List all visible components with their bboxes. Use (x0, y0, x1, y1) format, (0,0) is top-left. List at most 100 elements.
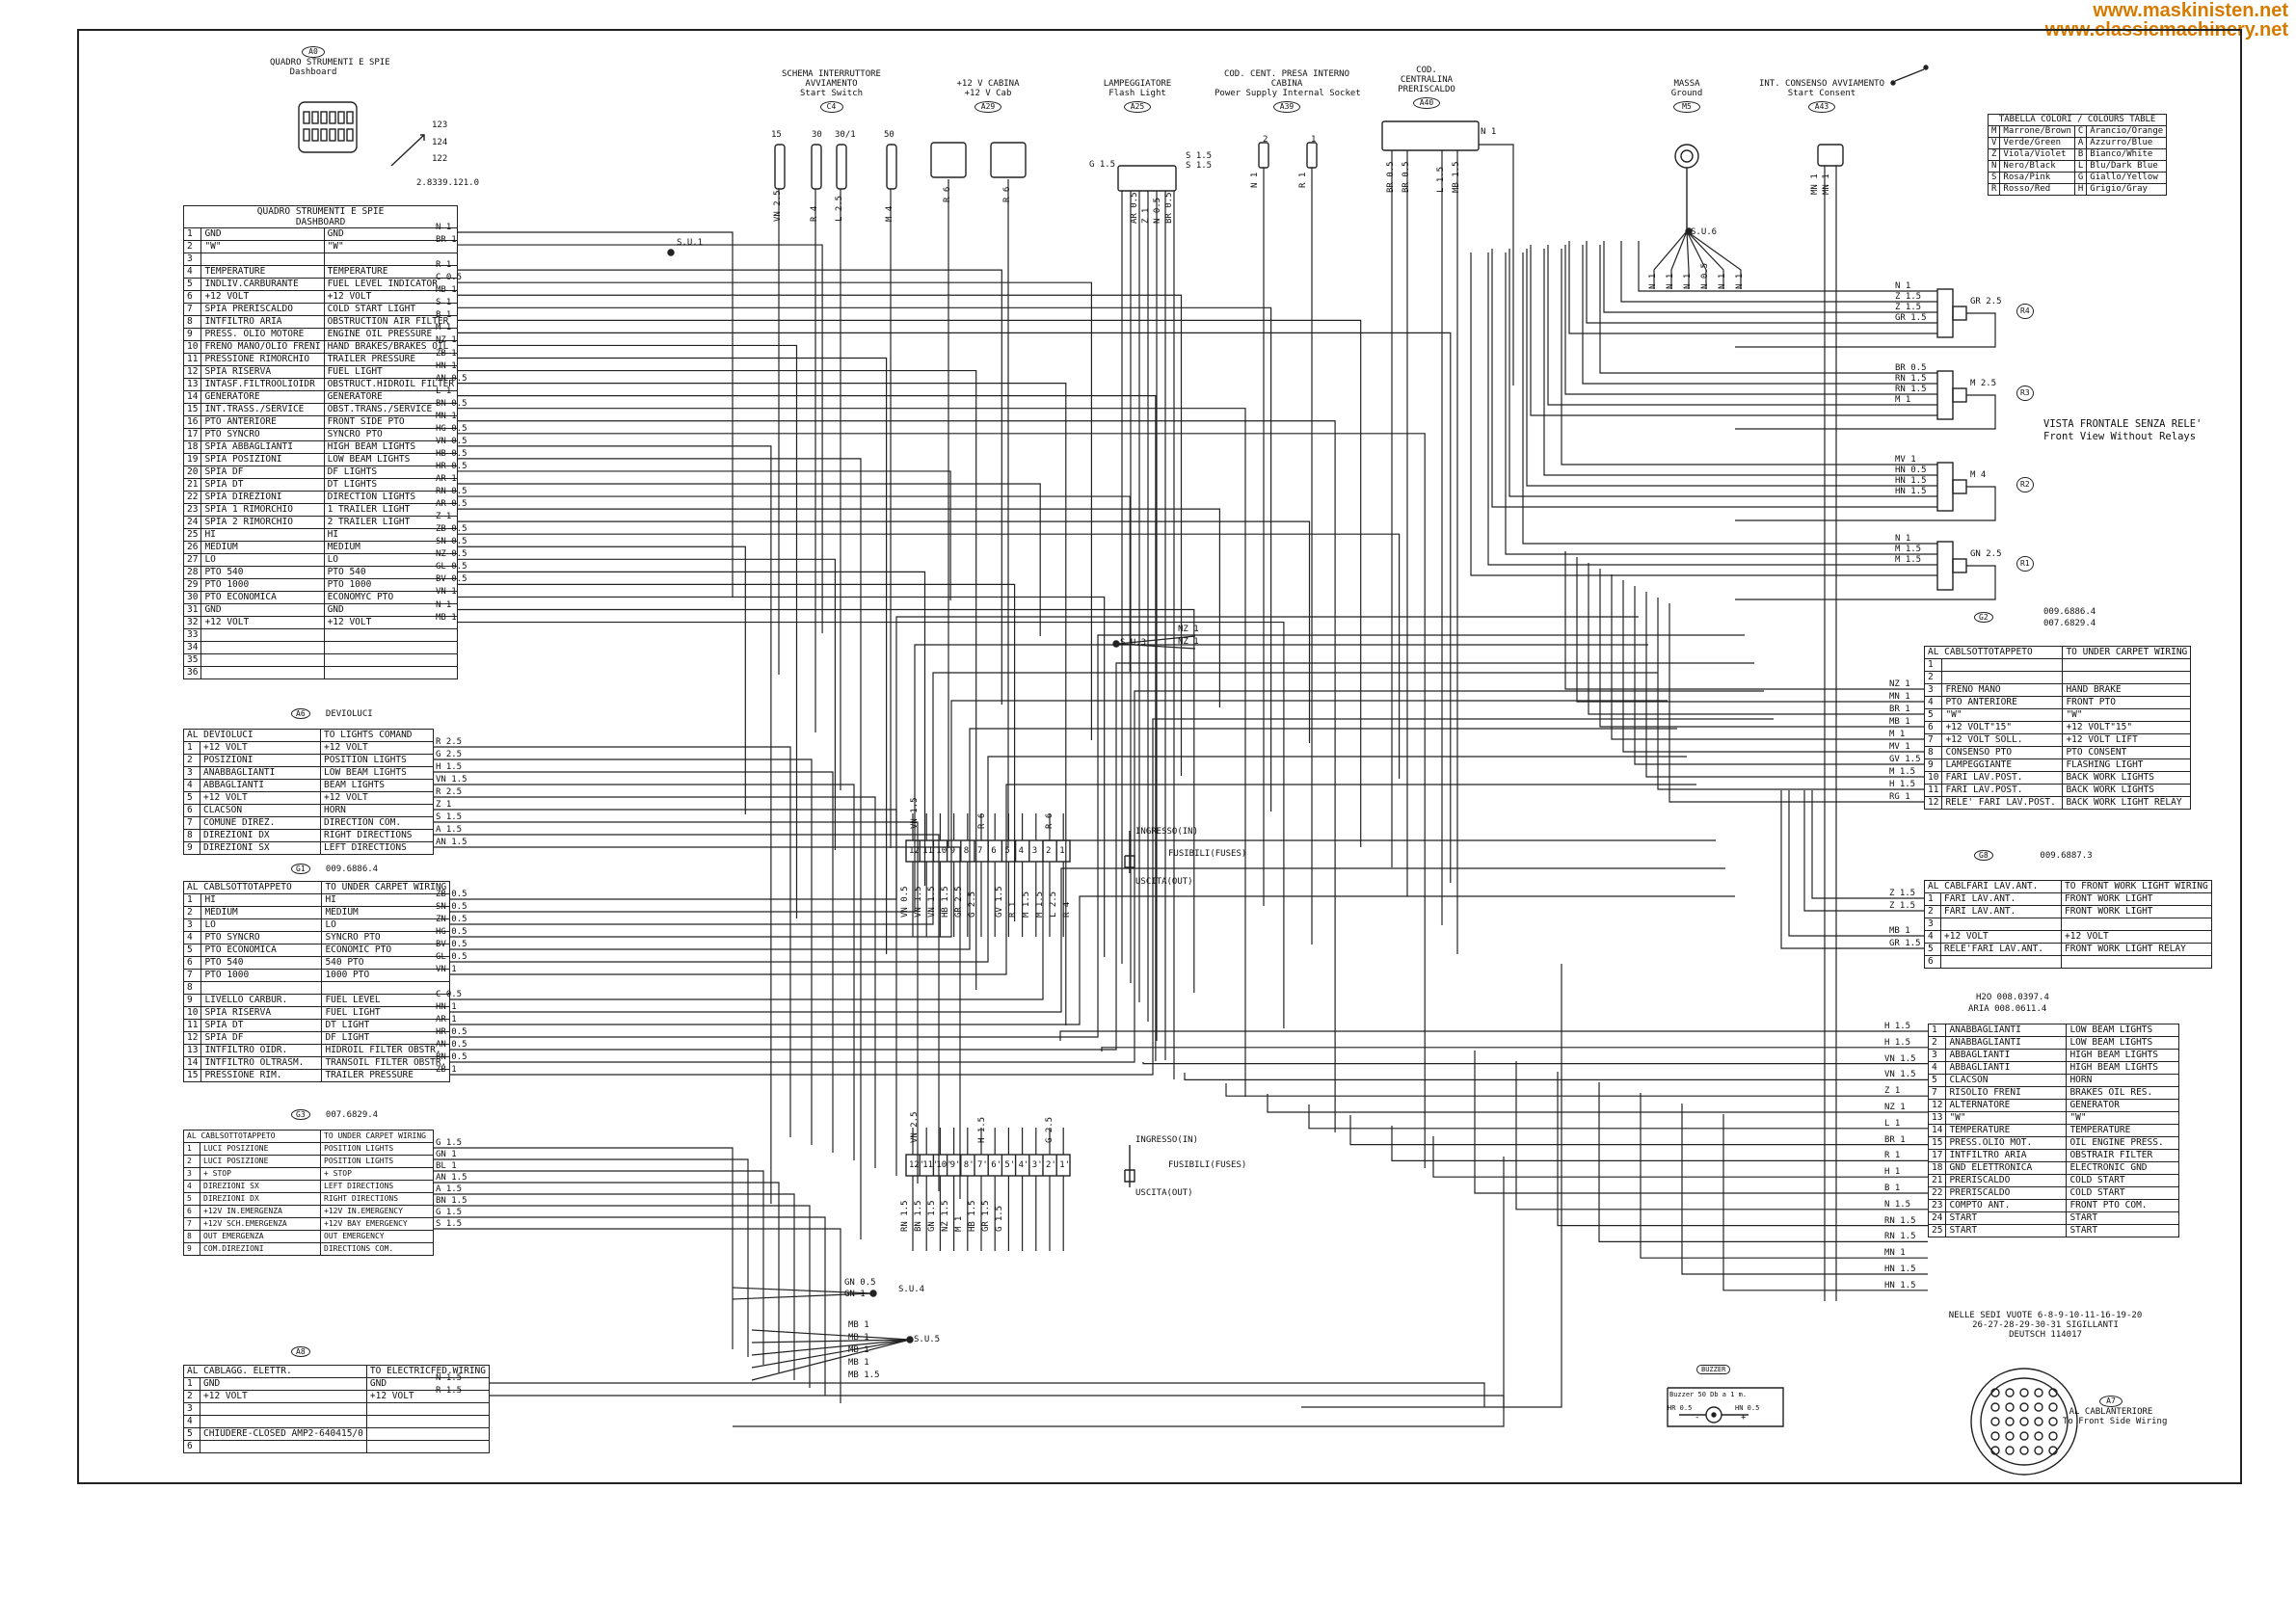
english-label: +12 VOLT (320, 741, 434, 755)
colour-code: M (1987, 125, 2001, 138)
header-it: AL CABLFARI LAV.ANT. (1924, 880, 2062, 893)
fuse-slot-number: 11' (922, 1160, 939, 1170)
pin-number: 9 (182, 994, 202, 1007)
dashboard-wire-label: M 1 (436, 323, 452, 333)
english-label: LOW BEAM LIGHTS (320, 766, 434, 780)
a29-header: +12 V CABINA +12 V Cab A29 (954, 79, 1022, 113)
relay-wire-label: GN 2.5 (1970, 549, 2002, 559)
dashboard-wire-label: GL 0.5 (436, 562, 467, 572)
table-row: 6 (183, 1440, 490, 1453)
pin-number: 5 (182, 944, 202, 957)
english-label: LEFT DIRECTIONS (320, 841, 434, 855)
a6-tag-label: A6 DEVIOLUCI (291, 708, 373, 719)
colour-name: Viola/Violet (1999, 148, 2075, 161)
english-label: LO (321, 918, 451, 932)
pin-number: 10 (1923, 771, 1943, 785)
a25-header: LAMPEGGIATORE Flash Light A25 (1099, 79, 1176, 113)
english-label: ECONOMIC PTO (321, 944, 451, 957)
italian-label (200, 641, 325, 654)
english-label: GND (365, 1377, 490, 1391)
su6-wire-label: N 1 (1718, 273, 1727, 289)
italian-label: START (1945, 1211, 2068, 1225)
english-label: BACK WORK LIGHTS (2062, 771, 2192, 785)
a40-wire-label: BR 0.5 (1402, 161, 1411, 193)
pin-number: 6 (183, 804, 200, 817)
fuse-slot-number: 4' (1018, 1160, 1029, 1170)
colour-name: Rosa/Pink (1999, 172, 2075, 184)
su6-wire-label: N 1 (1648, 273, 1658, 289)
english-label: ELECTRONIC GND (2066, 1161, 2180, 1175)
italian-label: DIREZIONI SX (200, 841, 321, 855)
italian-label: "W" (200, 240, 325, 253)
table-row: 7+12 VOLT SOLL.+12 VOLT LIFT (1923, 733, 2192, 747)
italian-label: SPIA POSIZIONI (200, 453, 325, 466)
g2-wire-label: BR 1 (1889, 705, 1910, 714)
a7-wire-label: N 1.5 (1884, 1199, 1911, 1210)
pin-number: 17 (182, 428, 202, 441)
english-label: HIGH BEAM LIGHTS (2066, 1049, 2180, 1062)
dashboard-wire-label: Z 1 (436, 512, 452, 522)
italian-label: SPIA 2 RIMORCHIO (200, 516, 325, 529)
pin-number: 1 (183, 1142, 200, 1156)
italian-label: +12 VOLT (1940, 930, 2062, 944)
a25-wire-label: G 1.5 (1089, 160, 1116, 170)
pin-number: 26 (182, 541, 202, 554)
pin-number: 25 (182, 528, 202, 542)
c4-wire-label: L 2.5 (835, 195, 844, 222)
table-row: 32+12 VOLT+12 VOLT (182, 616, 459, 629)
su4-wire-label: GN 0.5 (844, 1278, 876, 1288)
english-label: DIRECTIONS COM. (320, 1242, 434, 1256)
italian-label: LO (200, 918, 323, 932)
italian-label: POSIZIONI (200, 754, 321, 767)
pin-number: 29 (182, 578, 202, 592)
a40-wire-label: L 1.5 (1436, 166, 1446, 193)
english-label: FUEL LIGHT (321, 1006, 451, 1020)
a0-pin-124: 124 (432, 138, 448, 147)
g2-wire-label: RG 1 (1889, 792, 1910, 802)
italian-label: PTO 540 (200, 566, 325, 579)
pin-number: 1 (1924, 892, 1941, 906)
c4-header: SCHEMA INTERRUTTORE AVVIAMENTO Start Swi… (761, 69, 901, 113)
a40-wire-label: BR 0.5 (1386, 161, 1396, 193)
italian-label: +12 VOLT (200, 791, 321, 805)
colour-code: C (2073, 125, 2088, 138)
fuse-slot-number: 8 (963, 846, 970, 856)
relays-title: VISTA FRONTALE SENZA RELE' Front View Wi… (2043, 418, 2203, 442)
pin-number: 3 (1927, 1049, 1947, 1062)
colour-name: Rosso/Red (1999, 183, 2075, 196)
g3-wire-label: GN 1 (436, 1150, 457, 1159)
a7-wire-label: H 1 (1884, 1167, 1901, 1178)
g2-tag: G2 (1974, 612, 1993, 623)
dashboard-wire-label: MN 1 (436, 411, 457, 421)
a0-pin-123: 123 (432, 120, 448, 130)
english-label: FRONT WORK LIGHT RELAY (2061, 943, 2212, 956)
italian-label: ABBAGLIANTI (200, 779, 321, 792)
english-label: 540 PTO (321, 956, 451, 970)
italian-label: PRESSIONE RIMORCHIO (200, 353, 325, 366)
english-label: COLD START (2066, 1174, 2180, 1187)
pin-number: 1 (182, 227, 202, 241)
pin-number: 22 (182, 491, 202, 504)
pin-number: 10 (182, 340, 202, 354)
italian-label: SPIA DF (200, 466, 325, 479)
g3-wire-label: BL 1 (436, 1161, 457, 1171)
splice-su3: S.U.3 (1120, 638, 1147, 648)
g8-wire-label: Z 1.5 (1889, 889, 1916, 898)
fuse-slot-number: 5' (1004, 1160, 1016, 1170)
english-label: START (2066, 1224, 2180, 1237)
english-label: HORN (320, 804, 434, 817)
italian-label: TEMPERATURE (200, 265, 325, 279)
pin-number: 8 (182, 315, 202, 329)
english-label: POSITION LIGHTS (320, 1155, 434, 1168)
buzzer-wire-1: HR 0.5 (1668, 1404, 1693, 1412)
